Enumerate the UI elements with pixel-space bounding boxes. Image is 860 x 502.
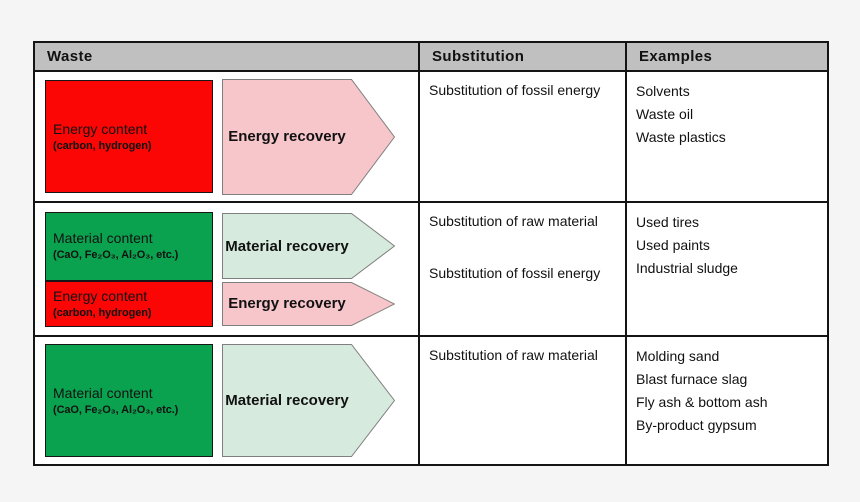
arrow-shape-icon bbox=[222, 281, 395, 326]
substitution-cell-row1: Substitution of fossil energy bbox=[420, 72, 625, 201]
material-recovery-arrow: Material recovery bbox=[222, 213, 395, 279]
example-item: Waste plastics bbox=[636, 129, 726, 145]
box-title: Energy content bbox=[53, 120, 148, 137]
arrow-shape-icon bbox=[222, 78, 395, 195]
box-title: Material content bbox=[53, 230, 153, 246]
example-item: Blast furnace slag bbox=[636, 371, 748, 387]
material-content-box: Material content (CaO, Fe₂O₃, Al₂O₃, etc… bbox=[45, 344, 213, 457]
energy-recovery-arrow: Energy recovery bbox=[222, 281, 395, 326]
header-label-waste: Waste bbox=[47, 48, 93, 65]
box-subtitle: (CaO, Fe₂O₃, Al₂O₃, etc.) bbox=[53, 249, 179, 261]
substitution-item: Substitution of raw material bbox=[429, 347, 598, 363]
waste-cell-row3: Material content (CaO, Fe₂O₃, Al₂O₃, etc… bbox=[35, 337, 418, 464]
material-content-box: Material content (CaO, Fe₂O₃, Al₂O₃, etc… bbox=[45, 211, 213, 281]
waste-substitution-table: Waste Substitution Examples Energy conte… bbox=[33, 41, 829, 466]
example-item: Waste oil bbox=[636, 106, 694, 122]
header-cell-examples: Examples bbox=[627, 43, 827, 70]
examples-cell-row1: Solvents Waste oil Waste plastics bbox=[627, 72, 827, 201]
waste-item-material: Material content (CaO, Fe₂O₃, Al₂O₃, etc… bbox=[45, 211, 418, 281]
waste-cell-row1: Energy content (carbon, hydrogen) Energy… bbox=[35, 72, 418, 201]
waste-item-material: Material content (CaO, Fe₂O₃, Al₂O₃, etc… bbox=[45, 344, 418, 457]
substitution-item: Substitution of raw material bbox=[429, 213, 598, 229]
energy-content-box: Energy content (carbon, hydrogen) bbox=[45, 80, 213, 193]
material-recovery-arrow: Material recovery bbox=[222, 344, 395, 457]
arrow-label: Energy recovery bbox=[228, 128, 346, 145]
example-item: Industrial sludge bbox=[636, 260, 738, 276]
header-label-examples: Examples bbox=[639, 48, 713, 65]
box-subtitle: (carbon, hydrogen) bbox=[53, 139, 152, 152]
box-title: Material content bbox=[53, 384, 153, 401]
waste-item-energy: Energy content (carbon, hydrogen) Energy… bbox=[45, 78, 418, 195]
box-subtitle: (carbon, hydrogen) bbox=[53, 306, 152, 319]
waste-cell-row2: Material content (CaO, Fe₂O₃, Al₂O₃, etc… bbox=[35, 203, 418, 335]
substitution-item: Substitution of fossil energy bbox=[429, 265, 601, 281]
example-item: Used paints bbox=[636, 237, 710, 253]
arrow-label: Energy recovery bbox=[228, 295, 346, 312]
example-item: Fly ash & bottom ash bbox=[636, 394, 768, 410]
substitution-cell-row2: Substitution of raw material Substitutio… bbox=[420, 203, 625, 335]
arrow-label: Material recovery bbox=[225, 392, 349, 409]
examples-cell-row2: Used tires Used paints Industrial sludge bbox=[627, 203, 827, 335]
header-label-substitution: Substitution bbox=[432, 48, 525, 65]
box-subtitle: (CaO, Fe₂O₃, Al₂O₃, etc.) bbox=[53, 403, 179, 416]
substitution-cell-row3: Substitution of raw material bbox=[420, 337, 625, 464]
waste-item-energy: Energy content (carbon, hydrogen) Energy… bbox=[45, 280, 418, 327]
energy-content-box: Energy content (carbon, hydrogen) bbox=[45, 280, 213, 327]
header-cell-substitution: Substitution bbox=[420, 43, 625, 70]
examples-cell-row3: Molding sand Blast furnace slag Fly ash … bbox=[627, 337, 827, 464]
arrow-label: Material recovery bbox=[225, 237, 349, 255]
arrow-shape-icon bbox=[222, 344, 395, 457]
box-title: Energy content bbox=[53, 287, 148, 304]
example-item: By-product gypsum bbox=[636, 417, 757, 433]
arrow-shape-icon bbox=[222, 213, 395, 279]
header-cell-waste: Waste bbox=[35, 43, 418, 70]
example-item: Used tires bbox=[636, 214, 700, 230]
example-item: Solvents bbox=[636, 83, 690, 99]
energy-recovery-arrow: Energy recovery bbox=[222, 78, 395, 195]
substitution-item: Substitution of fossil energy bbox=[429, 82, 601, 98]
example-item: Molding sand bbox=[636, 348, 720, 364]
